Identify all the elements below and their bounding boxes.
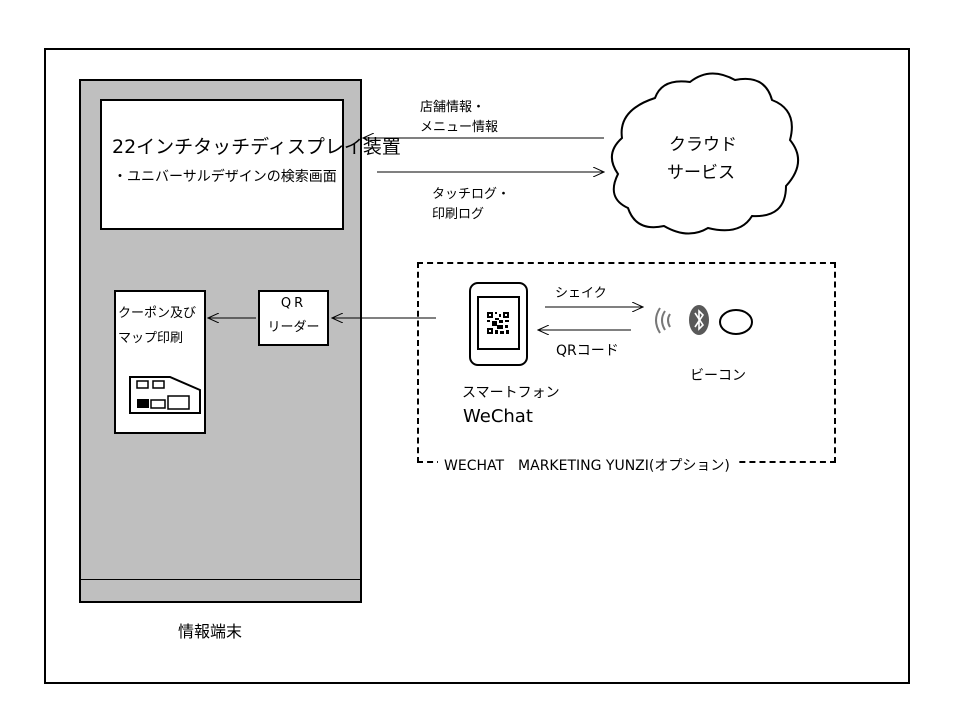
smartphone-label: スマートフォン bbox=[462, 385, 560, 401]
touch-display-box bbox=[100, 99, 344, 230]
cloud-icon bbox=[611, 72, 799, 235]
wechat-marketing-option-label: WECHAT MARKETING YUNZI(オプション) bbox=[438, 455, 736, 475]
wechat-label: WeChat bbox=[463, 406, 533, 427]
qr-reader-box bbox=[258, 290, 329, 346]
qr-code-icon bbox=[487, 312, 509, 334]
display-title: 22インチタッチディスプレイ装置 bbox=[112, 136, 401, 158]
qr-reader-label-line1: QR bbox=[280, 296, 307, 311]
qr-code-label: QRコード bbox=[556, 343, 619, 359]
diagram-frame bbox=[44, 48, 910, 684]
printer-label-line1: クーポン及び bbox=[118, 306, 197, 321]
store-info-label-line2: メニュー情報 bbox=[420, 120, 499, 135]
bluetooth-icon bbox=[689, 305, 709, 335]
store-info-label-line1: 店舗情報・ bbox=[420, 100, 486, 115]
beacon-label: ビーコン bbox=[690, 368, 746, 384]
terminal-label: 情報端末 bbox=[178, 622, 243, 641]
beacon-device-icon bbox=[719, 309, 753, 335]
log-label-line2: 印刷ログ bbox=[432, 207, 485, 222]
display-subtitle: ・ユニバーサルデザインの検索画面 bbox=[113, 169, 337, 185]
signal-waves-icon bbox=[655, 307, 671, 334]
shake-label: シェイク bbox=[555, 286, 607, 301]
cloud-label-line2: サービス bbox=[667, 163, 735, 183]
cloud-label-line1: クラウド bbox=[669, 135, 737, 155]
printer-device-icon bbox=[129, 376, 201, 414]
printer-label-line2: マップ印刷 bbox=[118, 331, 184, 346]
log-label-line1: タッチログ・ bbox=[432, 187, 511, 202]
terminal-base-divider bbox=[81, 579, 360, 580]
qr-reader-label-line2: リーダー bbox=[267, 320, 320, 335]
